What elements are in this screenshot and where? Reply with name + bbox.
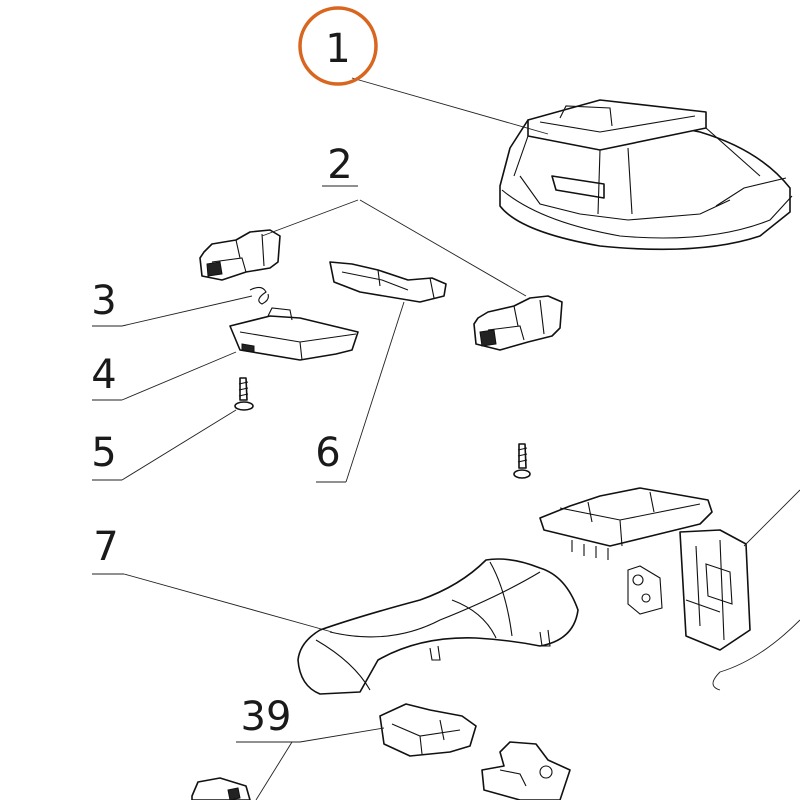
part-7-handle-cover (297, 558, 579, 695)
part-5-screw (234, 377, 254, 411)
leader-6 (345, 301, 405, 483)
leader-3 (121, 295, 253, 327)
part-2-clip-right (473, 295, 563, 351)
callout-7: 7 (93, 524, 118, 570)
part-2-clip-left (199, 229, 281, 281)
leader-1 (351, 77, 549, 135)
leader-39b (255, 741, 293, 800)
callout-6: 6 (315, 430, 340, 476)
part-3-spring (249, 286, 269, 305)
part-screw-center (513, 443, 531, 479)
leader-lines (92, 77, 800, 800)
leader-right-top (743, 489, 800, 547)
callout-5: 5 (91, 430, 116, 476)
part-39-button (379, 703, 477, 757)
leader-5 (121, 409, 237, 481)
leader-4 (121, 351, 237, 401)
part-1-top-cover (499, 99, 793, 251)
part-6-bracket (329, 261, 447, 303)
callout-3: 3 (91, 278, 116, 324)
leader-right-bottom (712, 619, 800, 691)
leader-39a (299, 727, 385, 743)
leader-7 (123, 573, 333, 633)
part-small-bottom (191, 777, 251, 800)
callout-1: 1 (325, 26, 350, 72)
part-switch-assembly (539, 487, 751, 651)
callout-39: 39 (241, 694, 292, 740)
leader-2b (359, 199, 527, 297)
callout-1-highlight-circle (298, 6, 378, 86)
callout-2: 2 (327, 142, 352, 188)
leader-2a (261, 199, 359, 237)
part-lever (481, 741, 571, 800)
callout-4: 4 (91, 352, 116, 398)
part-4-slider (229, 307, 359, 361)
